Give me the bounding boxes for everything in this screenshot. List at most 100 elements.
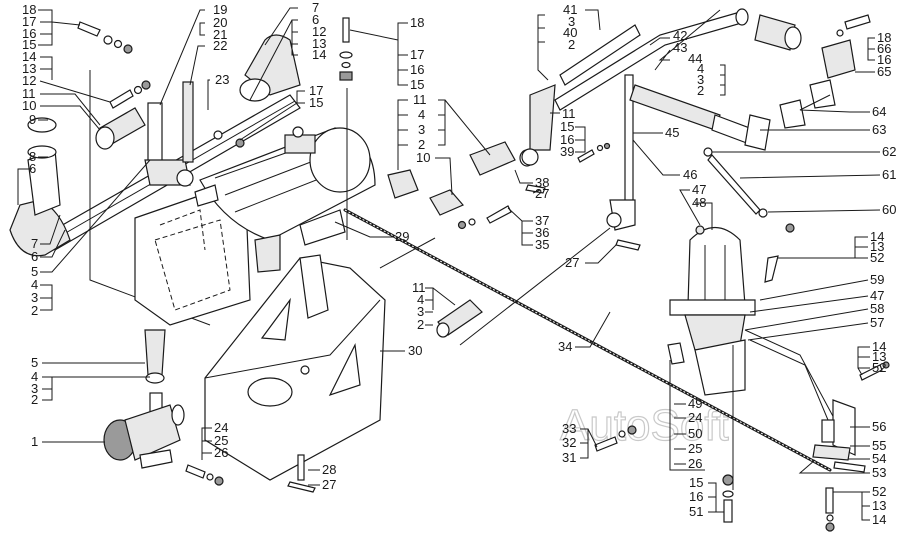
clamp-9 (27, 117, 57, 133)
callout-6: 6 (29, 161, 36, 176)
washer-13-bottom (826, 514, 834, 522)
callout-4: 4 (31, 277, 38, 292)
nut-15-right (603, 142, 611, 150)
callout-24-clamp: 24 (688, 410, 702, 425)
nut-15-heater (339, 71, 353, 81)
callout-17-heater: 17 (410, 47, 424, 62)
callout-3-upper-right: 3 (697, 72, 704, 87)
hose-43 (629, 84, 721, 131)
tap-handle-27 (287, 481, 316, 493)
callout-labels: 18 17 16 15 14 13 12 11 10 9 8 6 7 6 5 4… (22, 0, 896, 527)
callout-33: 33 (562, 421, 576, 436)
washer-17 (103, 35, 113, 45)
pump-body (124, 404, 181, 461)
bolt-18 (77, 21, 101, 37)
valve-54 (812, 444, 851, 461)
nut-free (235, 138, 245, 148)
pipe-41 (559, 24, 641, 86)
left-pipe-assembly (9, 21, 301, 326)
pipe-42-end (735, 8, 749, 26)
callout-25: 25 (214, 433, 228, 448)
callout-30: 30 (408, 343, 422, 358)
washer-16 (113, 39, 123, 49)
pump-hose-clamp (145, 372, 165, 384)
washer-16-right (596, 144, 604, 152)
callout-25-clamp: 25 (688, 441, 702, 456)
heater-inlet-stub (194, 184, 219, 207)
washer-62 (703, 147, 713, 157)
callout-58: 58 (870, 301, 884, 316)
valve-assembly (812, 399, 866, 473)
callout-2: 2 (31, 303, 38, 318)
bolt-52-right (859, 364, 883, 381)
callout-52-tank: 52 (870, 250, 884, 265)
callout-54: 54 (872, 451, 886, 466)
callout-7: 7 (31, 236, 38, 251)
elbow-hose-38 (521, 148, 539, 166)
bolt-33 (594, 436, 618, 452)
callout-31: 31 (562, 450, 576, 465)
callout-8: 8 (29, 149, 36, 164)
tank-bracket (694, 339, 746, 396)
callout-12-top: 12 (312, 24, 326, 39)
washer-free (213, 130, 223, 140)
callout-52-bottom: 52 (872, 484, 886, 499)
pump-foot (139, 449, 173, 469)
callout-59: 59 (870, 272, 884, 287)
callout-12: 12 (22, 73, 36, 88)
callout-3: 3 (31, 290, 38, 305)
callout-40: 40 (563, 25, 577, 40)
callout-17-nut: 17 (309, 83, 323, 98)
callout-55: 55 (872, 438, 886, 453)
callout-45: 45 (665, 125, 679, 140)
callout-3-upper: 3 (568, 14, 575, 29)
callout-49: 49 (688, 396, 702, 411)
tap-27-center (525, 184, 546, 194)
callout-53: 53 (872, 465, 886, 480)
stud-51 (723, 499, 733, 523)
heater-top-knob (292, 126, 304, 138)
tee-fitting-end (176, 169, 194, 187)
callout-60: 60 (882, 202, 896, 217)
nut-14-bottom (825, 522, 835, 532)
callout-10-center: 10 (416, 150, 430, 165)
heater-top-fitting (284, 134, 316, 154)
bracket-hole-large (247, 377, 293, 407)
callout-4-center: 4 (418, 107, 425, 122)
nut-31 (627, 425, 637, 435)
callout-15-bottom: 15 (689, 475, 703, 490)
callout-19: 19 (213, 2, 227, 17)
gasket-64b (809, 79, 836, 109)
callout-38: 38 (535, 175, 549, 190)
callout-65: 65 (877, 64, 891, 79)
bolt-12 (109, 89, 134, 109)
end-60 (758, 208, 768, 218)
heater-connector (254, 234, 281, 273)
callout-2-upper: 2 (568, 37, 575, 52)
callout-57: 57 (870, 315, 884, 330)
tap-27-right (615, 239, 641, 251)
callout-14-top: 14 (312, 47, 326, 62)
hose-2-lower (436, 322, 450, 338)
tap-stem-28 (297, 454, 305, 481)
valve-lever-53 (833, 461, 866, 473)
callout-20: 20 (213, 15, 227, 30)
rod-clamp-49 (667, 342, 734, 490)
callout-5-pump: 5 (31, 355, 38, 370)
washer-17-heater (339, 51, 353, 59)
callout-37: 37 (535, 213, 549, 228)
elbow-hose-11-right (529, 84, 556, 151)
pipe-45-end (606, 212, 622, 228)
heater-unit (134, 126, 376, 326)
callout-21: 21 (213, 27, 227, 42)
callout-23: 23 (215, 72, 229, 87)
callout-22: 22 (213, 38, 227, 53)
bolt-52-tank (764, 255, 779, 283)
callout-32: 32 (562, 435, 576, 450)
hose-11-center (387, 169, 419, 199)
callout-1: 1 (31, 434, 38, 449)
callout-16-flange: 16 (877, 52, 891, 67)
callout-18-flange: 18 (877, 30, 891, 45)
callout-11-right: 11 (562, 106, 576, 121)
